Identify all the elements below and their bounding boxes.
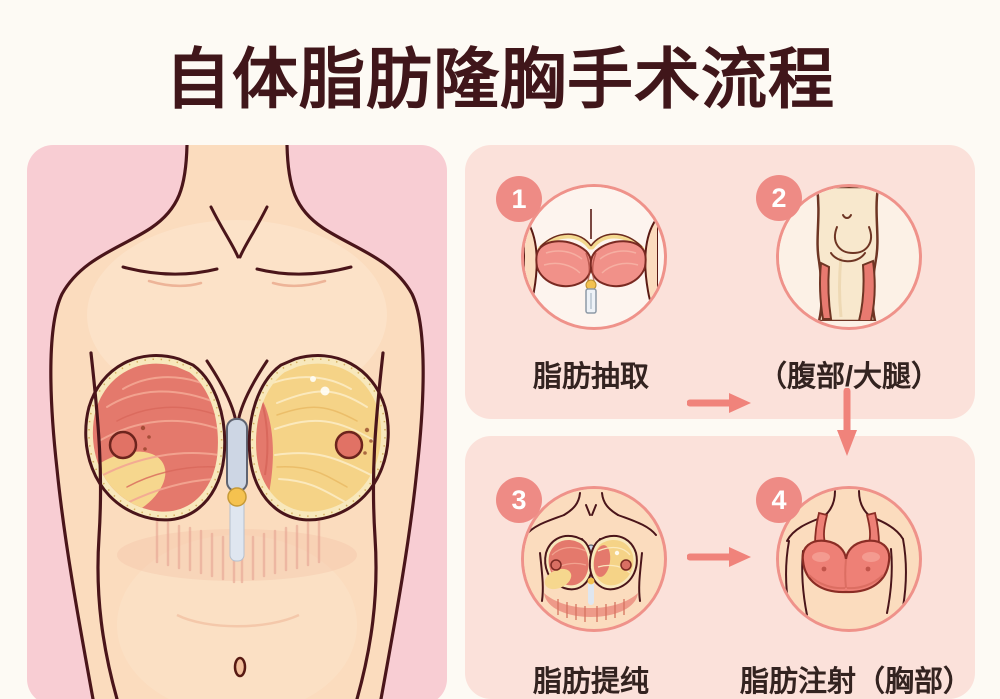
knee-thigh-icon	[779, 187, 913, 321]
step4-circle	[776, 486, 922, 632]
step2-circle	[776, 184, 922, 330]
page-title: 自体脂肪隆胸手术流程	[165, 42, 835, 116]
left-breast-muscle	[84, 354, 227, 522]
breast-anatomy-icon	[524, 489, 658, 623]
step1-circle	[521, 184, 667, 330]
bra-torso-icon	[779, 489, 913, 623]
neck-clavicle-lines	[121, 205, 353, 424]
step2-label: （腹部/大腿）	[757, 361, 941, 393]
clavicle-shading	[147, 279, 327, 287]
waist-shading	[176, 613, 300, 628]
breast-liposuction-icon	[524, 187, 658, 321]
step3-number-badge: 3	[496, 477, 542, 523]
step4-label: 脂肪注射（胸部）	[739, 666, 972, 698]
step3-circle	[521, 486, 667, 632]
steps-panel-bottom: 3 脂肪提纯	[465, 436, 975, 699]
arrow-right-icon	[687, 547, 751, 567]
sternum-cartilage-dot	[227, 487, 247, 507]
step1-label: 脂肪抽取	[532, 361, 649, 393]
step4-number-badge: 4	[756, 477, 802, 523]
step2-number-badge: 2	[756, 175, 802, 221]
female-torso-breast-anatomy-icon	[49, 145, 425, 699]
steps-panel-top: 1 脂肪抽取 2 （腹部/大腿）	[465, 145, 975, 419]
step3-label: 脂肪提纯	[532, 666, 649, 698]
belly-button	[233, 656, 247, 678]
step1-number-badge: 1	[496, 176, 542, 222]
right-breast-fat	[247, 354, 390, 522]
main-anatomy-panel	[27, 145, 447, 699]
arrow-right-icon	[687, 393, 751, 413]
body-outline	[49, 145, 425, 699]
arrow-down-icon	[837, 388, 857, 456]
